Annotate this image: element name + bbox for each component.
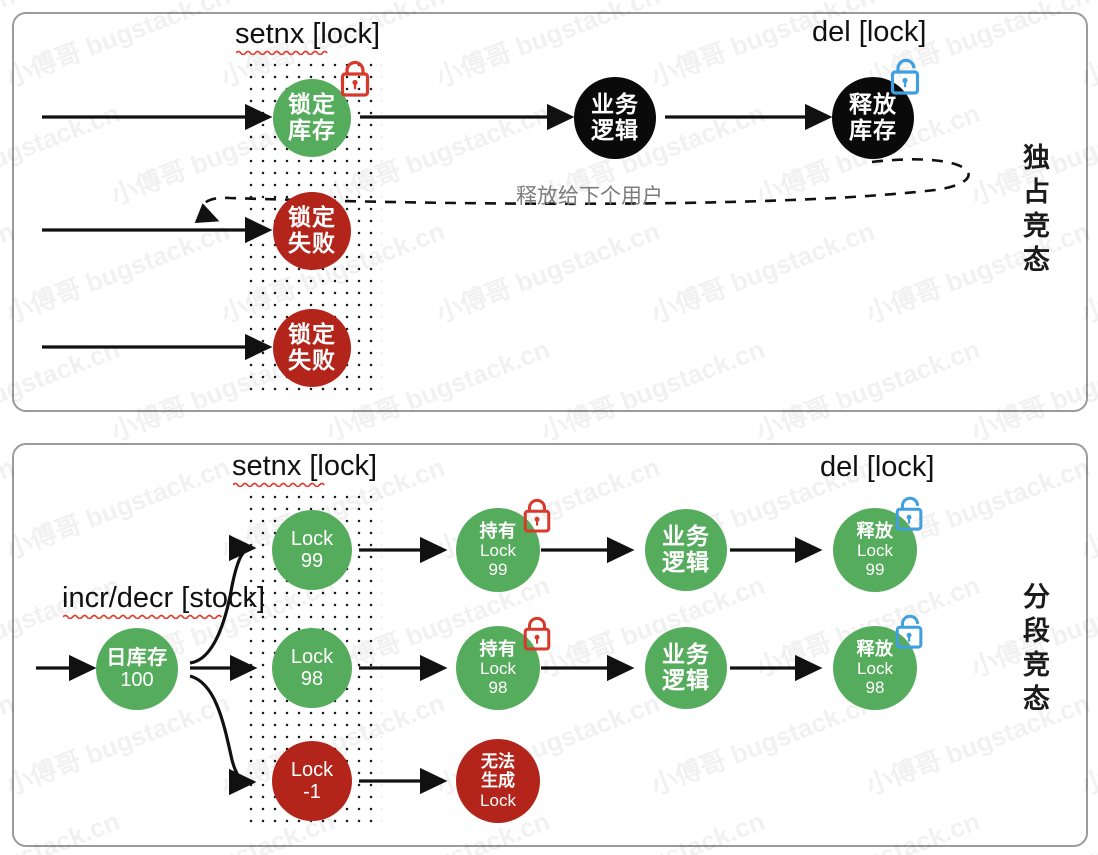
node-line: 业务: [662, 641, 710, 668]
node-line: Lock: [857, 541, 893, 561]
node-line: Lock: [290, 645, 334, 668]
node-line: 锁定: [288, 204, 336, 231]
node-line: 无法: [481, 752, 515, 772]
node-line: Lock: [480, 659, 516, 679]
node-daily-stock[interactable]: 日库存 100: [96, 628, 178, 710]
squiggle-setnx-bottom: [233, 481, 327, 487]
node-line: Lock: [857, 659, 893, 679]
node-lock-neg1[interactable]: Lock -1: [272, 741, 352, 821]
node-lock-fail-2[interactable]: 锁定 失败: [273, 309, 351, 387]
node-lock-fail-1[interactable]: 锁定 失败: [273, 192, 351, 270]
node-line: 98: [865, 678, 885, 698]
lock-closed-icon: [338, 58, 372, 98]
node-lock-99[interactable]: Lock 99: [272, 510, 352, 590]
side-label-segmented-race: 分段竞态: [1019, 582, 1049, 718]
label-del-lock-bottom: del [lock]: [820, 451, 935, 483]
annotation-release-next-user: 释放给下个用户: [516, 185, 663, 208]
squiggle-incr-decr: [63, 613, 231, 619]
node-line: 持有: [479, 638, 517, 659]
node-line: 98: [488, 678, 508, 698]
node-release-lock-99[interactable]: 释放 Lock 99: [833, 508, 917, 592]
node-line: 日库存: [106, 646, 168, 669]
node-line: 100: [120, 669, 154, 691]
node-line: Lock: [290, 527, 334, 550]
lock-closed-icon: [521, 614, 553, 652]
node-line: 99: [488, 560, 508, 580]
node-cannot-create-lock[interactable]: 无法 生成 Lock: [456, 739, 540, 823]
node-line: Lock: [480, 541, 516, 561]
node-line: 释放: [856, 520, 894, 541]
label-del-lock-top: del [lock]: [812, 16, 927, 48]
node-line: 98: [300, 668, 324, 690]
node-release-lock-98[interactable]: 释放 Lock 98: [833, 626, 917, 710]
lock-closed-icon: [521, 496, 553, 534]
node-line: 库存: [849, 117, 897, 143]
label-incr-decr-stock: incr/decr [stock]: [62, 582, 266, 614]
side-label-exclusive-race: 独占竞态: [1019, 143, 1049, 279]
node-line: 99: [300, 550, 324, 572]
node-line: Lock: [290, 758, 334, 781]
node-line: 生成: [481, 771, 515, 791]
panel-segmented-race: [12, 443, 1088, 847]
node-lock-stock[interactable]: 锁定 库存: [273, 79, 351, 157]
node-business-logic-99[interactable]: 业务 逻辑: [645, 509, 727, 591]
node-business-logic-top[interactable]: 业务 逻辑: [574, 77, 656, 159]
node-line: 逻辑: [662, 667, 710, 693]
node-line: Lock: [480, 790, 516, 810]
node-line: 释放: [856, 638, 894, 659]
node-line: 逻辑: [662, 549, 710, 575]
node-line: 99: [865, 560, 885, 580]
node-business-logic-98[interactable]: 业务 逻辑: [645, 627, 727, 709]
panel-exclusive-race: [12, 12, 1088, 412]
node-line: 持有: [479, 520, 517, 541]
label-setnx-lock-top: setnx [lock]: [235, 18, 381, 50]
node-line: 逻辑: [591, 117, 639, 143]
node-lock-98[interactable]: Lock 98: [272, 628, 352, 708]
node-line: -1: [303, 781, 321, 803]
node-line: 锁定: [288, 321, 336, 348]
squiggle-setnx-top: [236, 49, 330, 55]
node-release-stock[interactable]: 释放 库存: [832, 77, 914, 159]
node-line: 失败: [288, 230, 336, 256]
node-line: 释放: [849, 91, 897, 118]
release-to-next-user-edge: [194, 158, 970, 223]
lock-open-icon: [888, 56, 924, 96]
node-line: 锁定: [288, 91, 336, 118]
node-line: 业务: [591, 91, 639, 118]
lock-open-icon: [893, 612, 927, 650]
node-line: 库存: [288, 117, 336, 143]
node-line: 业务: [662, 523, 710, 550]
label-setnx-lock-bottom: setnx [lock]: [232, 450, 378, 482]
lock-open-icon: [893, 494, 927, 532]
node-line: 失败: [288, 347, 336, 373]
